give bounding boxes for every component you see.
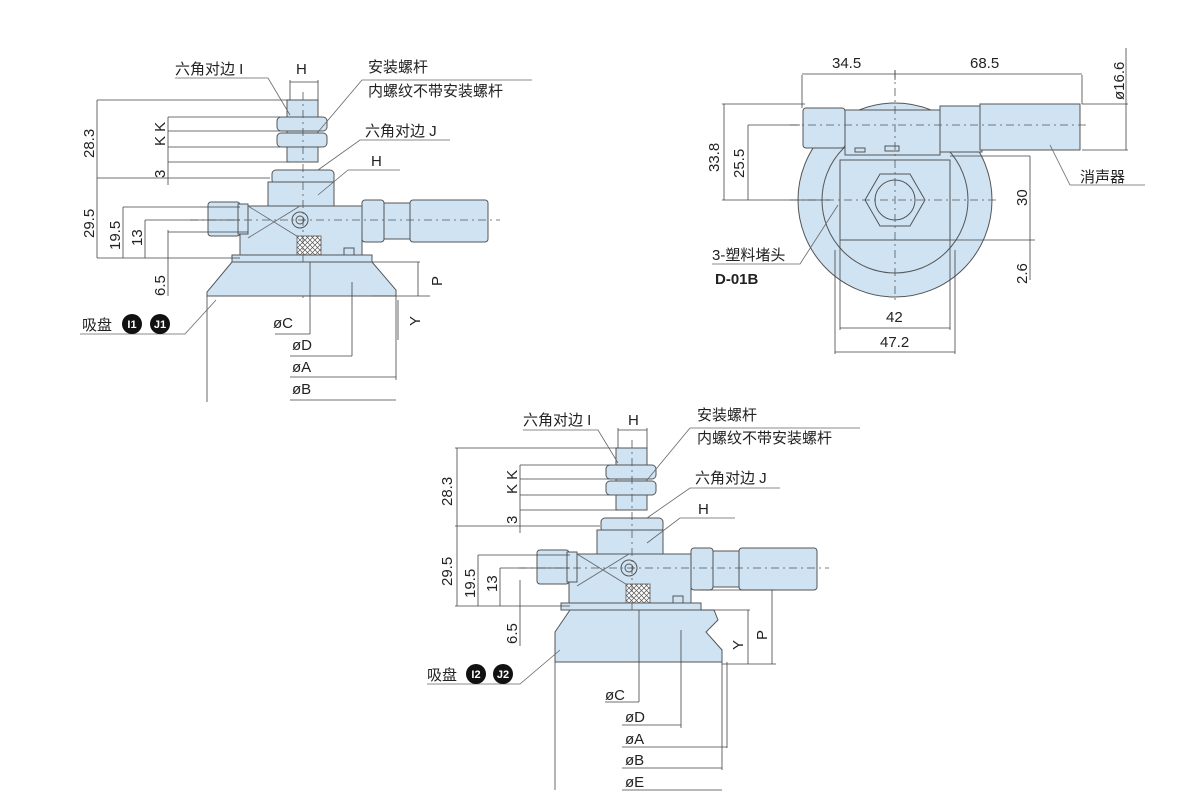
svg-text:I2: I2 [471,669,480,681]
cup-label: 吸盘 [82,316,112,334]
dia-d: øD [292,337,312,354]
dim-y: Y [407,316,424,326]
dim-kk: K K [504,470,521,494]
dim-kk: K K [152,122,169,146]
dia-a: øA [292,359,311,376]
dim-29-5: 29.5 [81,209,98,238]
dim-2-6: 2.6 [1014,263,1031,284]
hex-i-label: 六角对边 I [523,412,591,429]
mount-stud-label: 安装螺杆 [368,59,428,76]
dim-28-3: 28.3 [81,129,98,158]
front-view-bellows-cup: 六角对边 I H 安装螺杆 内螺纹不带安装螺杆 六角对边 J H 28.3 K … [427,407,860,791]
dia-e: øE [625,774,644,791]
h-top-label: H [628,412,639,429]
svg-text:J1: J1 [154,319,166,331]
bellows-suction-cup [554,609,723,663]
dim-3: 3 [504,516,521,524]
dim-30: 30 [1014,189,1031,206]
h-side-label: H [371,153,382,170]
dim-25-5: 25.5 [731,149,748,178]
dim-34-5: 34.5 [832,55,861,72]
cup-label: 吸盘 [427,666,457,684]
silencer [979,103,1081,151]
dim-68-5: 68.5 [970,55,999,72]
dim-16-6: ø16.6 [1111,62,1128,100]
dim-33-8: 33.8 [706,143,723,172]
silencer-label: 消声器 [1080,168,1125,186]
dim-29-5: 29.5 [439,557,456,586]
dim-p: P [429,276,446,286]
dim-y: Y [730,640,747,650]
dia-d: øD [625,709,645,726]
badge-j2 [493,664,513,684]
badge-i2 [466,664,486,684]
dim-28-3: 28.3 [439,477,456,506]
flat-suction-cup [206,261,397,297]
dia-b: øB [625,752,644,769]
dim-42: 42 [886,309,903,326]
dim-19-5: 19.5 [107,221,124,250]
dim-p: P [754,630,771,640]
dia-b: øB [292,381,311,398]
front-view-flat-cup: 六角对边 I H 安装螺杆 内螺纹不带安装螺杆 六角对边 J H 28.3 K … [80,59,532,402]
dim-6-5: 6.5 [504,623,521,644]
badge-i1 [122,314,142,334]
top-view: 34.5 68.5 ø16.6 33.8 25.5 30 2.6 42 47.2… [706,48,1145,354]
dia-c: øC [605,687,625,704]
dia-a: øA [625,731,644,748]
dim-13: 13 [129,229,146,246]
dia-c: øC [273,315,293,332]
dim-47-2: 47.2 [880,334,909,351]
dim-3: 3 [152,170,169,178]
svg-text:I1: I1 [127,319,136,331]
dim-19-5: 19.5 [462,569,479,598]
mount-stud-label: 安装螺杆 [697,407,757,424]
hex-i-label: 六角对边 I [175,61,243,78]
no-stud-label: 内螺纹不带安装螺杆 [368,83,503,100]
hex-j-label: 六角对边 J [365,123,437,140]
dim-13: 13 [484,575,501,592]
plug-label: 3-塑料堵头 [712,247,785,264]
badge-j1 [150,314,170,334]
no-stud-label: 内螺纹不带安装螺杆 [697,430,832,447]
hex-j-label: 六角对边 J [695,470,767,487]
h-top-label: H [296,61,307,78]
dim-6-5: 6.5 [152,275,169,296]
svg-text:J2: J2 [497,669,509,681]
plug-model: D-01B [715,271,759,288]
h-side-label: H [698,501,709,518]
